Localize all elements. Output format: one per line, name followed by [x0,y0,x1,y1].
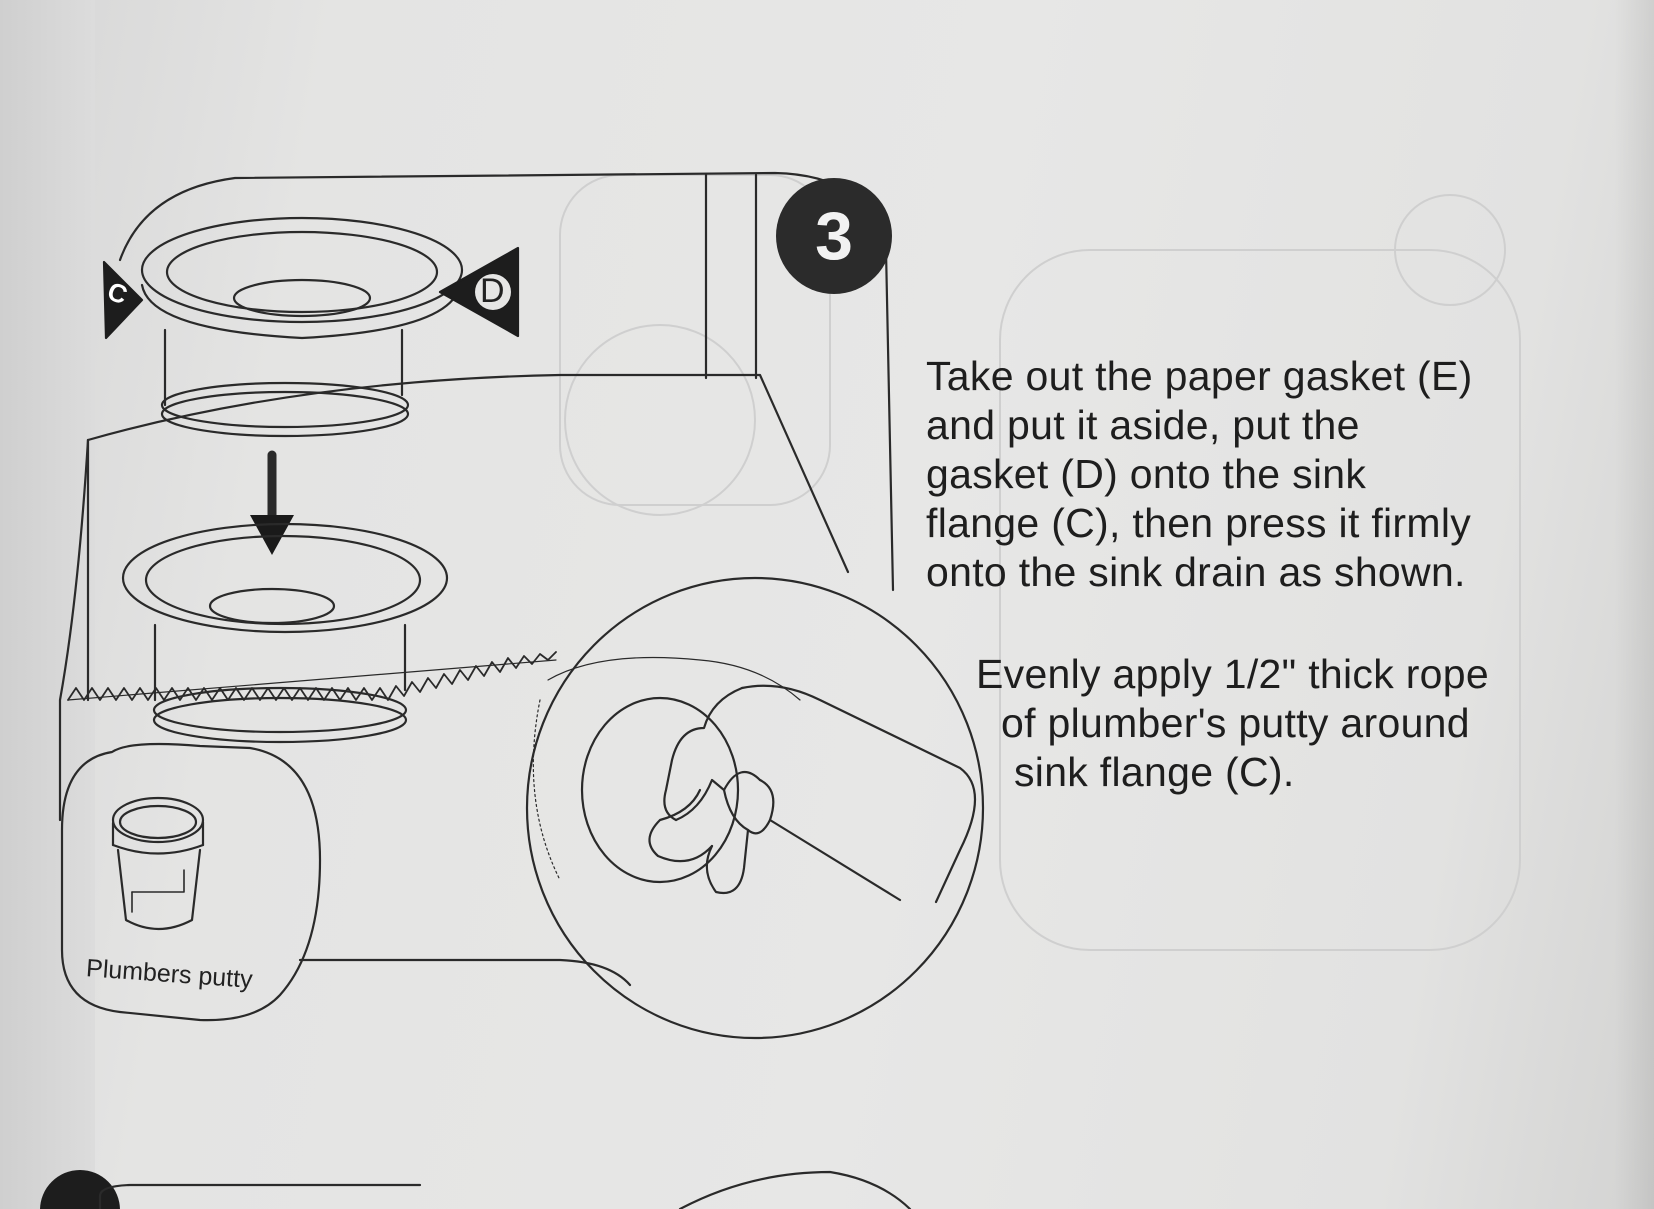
gasket-instruction: Take out the paper gasket (E) and put it… [926,352,1473,597]
putty-rope [67,651,557,701]
gasket-instruction-line: Take out the paper gasket (E) [926,353,1473,399]
sink-flange-assembly [140,216,464,438]
putty-instruction: Evenly apply 1/2" thick rope of plumber'… [976,650,1489,797]
step-number: 3 [815,198,853,274]
putty-callout [60,742,322,1022]
page-edge-shadow [1614,0,1654,1209]
part-c-marker [102,260,144,340]
next-step-preview [40,1170,912,1209]
putty-instruction-line: Evenly apply 1/2" thick rope [976,651,1489,697]
putty-instruction-line: of plumber's putty around [1001,700,1470,746]
putty-instruction-line: sink flange (C). [1014,749,1295,795]
step-badge [776,178,892,294]
gasket-instruction-line: onto the sink drain as shown. [926,549,1466,595]
part-d-label: D [480,272,505,310]
press-down-arrow [250,450,294,555]
gasket-instruction-line: gasket (D) onto the sink [926,451,1367,497]
gasket-instruction-line: flange (C), then press it firmly [926,500,1472,546]
gasket-instruction-line: and put it aside, put the [926,402,1360,448]
putty-container-icon [111,796,205,930]
sink-drain-flange [121,522,449,744]
page-gutter-shadow [0,0,95,1209]
detail-circle [525,576,985,1040]
hand-icon [648,684,977,904]
sink-outline [58,171,895,987]
show-through-ghost [559,174,1521,951]
